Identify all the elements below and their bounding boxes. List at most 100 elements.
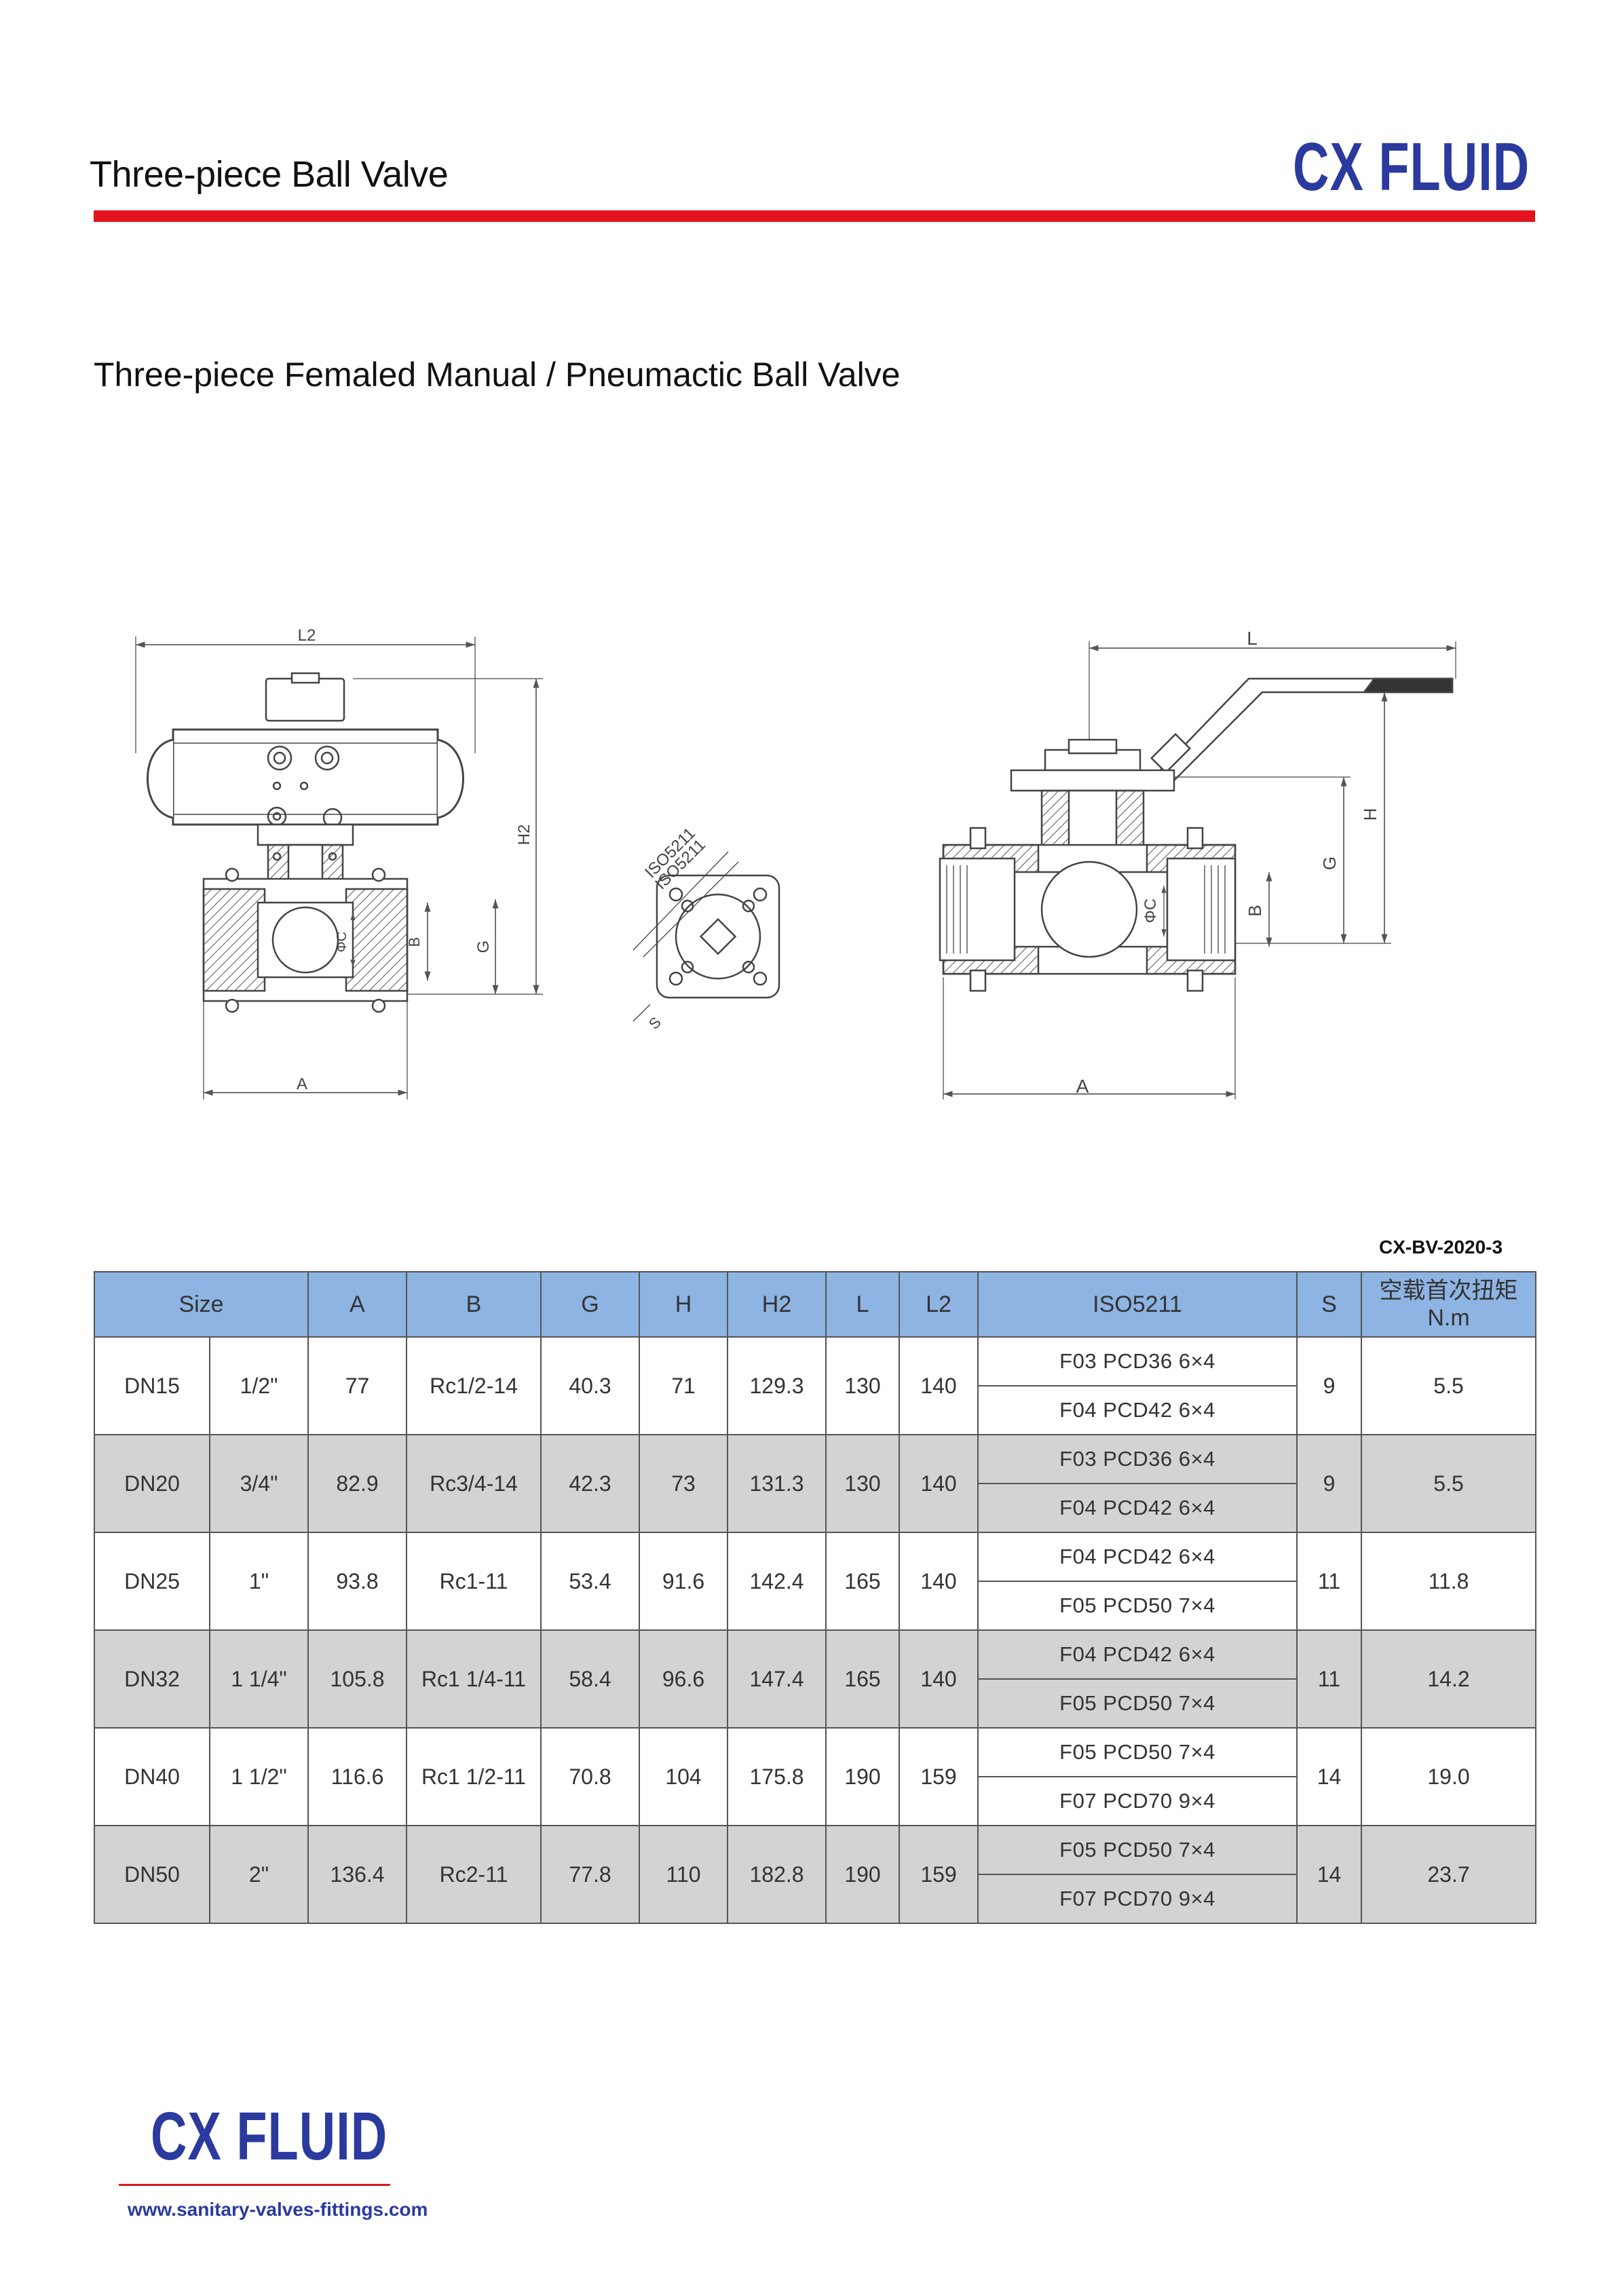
- header-b: B: [406, 1271, 542, 1338]
- cell-a: 116.6: [307, 1727, 408, 1826]
- cell-l: 130: [825, 1434, 901, 1533]
- cell-l2: 159: [899, 1727, 979, 1826]
- cell-l: 165: [825, 1532, 901, 1631]
- cell-iso5211-secondary: F04 PCD42 6×4: [977, 1483, 1298, 1533]
- cell-torque: 23.7: [1361, 1825, 1537, 1924]
- cell-g: 53.4: [540, 1532, 641, 1631]
- cell-inch: 2": [208, 1825, 309, 1924]
- header-torque-cn: 空载首次扭矩: [1379, 1278, 1518, 1304]
- cell-s: 14: [1296, 1825, 1363, 1924]
- cell-iso5211-secondary: F07 PCD70 9×4: [977, 1874, 1298, 1924]
- header-size: Size: [93, 1271, 309, 1338]
- table-row-sub: F04 PCD42 6×4: [94, 1483, 1536, 1533]
- cell-g: 77.8: [540, 1825, 641, 1924]
- cell-dn: DN50: [94, 1825, 210, 1924]
- cell-inch: 3/4": [208, 1434, 309, 1533]
- cell-g: 42.3: [540, 1434, 641, 1533]
- cell-l: 130: [825, 1336, 901, 1435]
- specification-table: Size A B G H H2 L L2 ISO5211 S 空载首次扭矩 N.…: [93, 1271, 1537, 1924]
- cell-inch: 1/2": [208, 1336, 309, 1435]
- cell-a: 77: [307, 1336, 408, 1435]
- cell-torque: 19.0: [1361, 1727, 1537, 1826]
- header-torque-unit: N.m: [1427, 1305, 1470, 1331]
- cell-b: Rc1/2-14: [406, 1336, 542, 1435]
- website-link[interactable]: www.sanitary-valves-fittings.com: [128, 2199, 428, 2220]
- cell-h2: 175.8: [727, 1727, 827, 1826]
- cell-l2: 140: [899, 1336, 979, 1435]
- cell-iso5211-primary: F05 PCD50 7×4: [977, 1727, 1298, 1777]
- label-phic-manual: ΦC: [1141, 899, 1160, 923]
- cell-torque: 11.8: [1361, 1532, 1537, 1631]
- cell-iso5211-secondary: F07 PCD70 9×4: [977, 1776, 1298, 1826]
- cell-h2: 147.4: [727, 1629, 827, 1729]
- pneumatic-valve-drawing: [135, 637, 543, 1099]
- label-b-manual: B: [1245, 905, 1265, 916]
- cell-a: 105.8: [307, 1629, 408, 1729]
- footer-divider: [119, 2184, 390, 2186]
- cell-h: 110: [639, 1825, 729, 1924]
- table-row-sub: F05 PCD50 7×4: [94, 1581, 1536, 1631]
- cell-h: 96.6: [639, 1629, 729, 1729]
- cell-h: 91.6: [639, 1532, 729, 1631]
- cell-inch: 1 1/2": [208, 1727, 309, 1826]
- header-h: H: [639, 1271, 729, 1338]
- cell-b: Rc1-11: [406, 1532, 542, 1631]
- cell-l2: 159: [899, 1825, 979, 1924]
- header-a: A: [307, 1271, 408, 1338]
- label-a: A: [297, 1075, 307, 1093]
- cell-a: 136.4: [307, 1825, 408, 1924]
- label-g-manual: G: [1319, 856, 1340, 870]
- cell-iso5211-secondary: F05 PCD50 7×4: [977, 1581, 1298, 1631]
- document-code: CX-BV-2020-3: [1379, 1236, 1503, 1258]
- cell-torque: 14.2: [1361, 1629, 1537, 1729]
- cell-iso5211-primary: F05 PCD50 7×4: [977, 1825, 1298, 1875]
- label-g: G: [474, 941, 493, 953]
- cell-l: 190: [825, 1825, 901, 1924]
- cell-h: 71: [639, 1336, 729, 1435]
- iso5211-flange-drawing: [632, 851, 780, 1022]
- cell-inch: 1 1/4": [208, 1629, 309, 1729]
- technical-drawings: L2 H2 G B ΦC A ISO5211 ISO5211 S: [135, 626, 1456, 1099]
- cell-dn: DN20: [94, 1434, 210, 1533]
- cell-h: 104: [639, 1727, 729, 1826]
- cell-s: 9: [1296, 1336, 1363, 1435]
- cell-inch: 1": [208, 1532, 309, 1631]
- header-g: G: [540, 1271, 641, 1338]
- cell-b: Rc2-11: [406, 1825, 542, 1924]
- cell-iso5211-primary: F04 PCD42 6×4: [977, 1532, 1298, 1582]
- cell-dn: DN40: [94, 1727, 210, 1826]
- cell-g: 70.8: [540, 1727, 641, 1826]
- cell-a: 82.9: [307, 1434, 408, 1533]
- cell-iso5211-secondary: F05 PCD50 7×4: [977, 1678, 1298, 1729]
- cell-s: 11: [1296, 1532, 1363, 1631]
- label-l: L: [1247, 628, 1258, 649]
- cell-h2: 129.3: [727, 1336, 827, 1435]
- cell-s: 14: [1296, 1727, 1363, 1826]
- header-s: S: [1296, 1271, 1363, 1338]
- label-h2: H2: [515, 825, 533, 846]
- label-b: B: [406, 937, 423, 947]
- cell-l: 165: [825, 1629, 901, 1729]
- cell-b: Rc1 1/2-11: [406, 1727, 542, 1826]
- cell-iso5211-primary: F03 PCD36 6×4: [977, 1336, 1298, 1386]
- cell-iso5211-primary: F03 PCD36 6×4: [977, 1434, 1298, 1484]
- cell-s: 11: [1296, 1629, 1363, 1729]
- cell-iso5211-primary: F04 PCD42 6×4: [977, 1629, 1298, 1680]
- cell-g: 40.3: [540, 1336, 641, 1435]
- page-header-title: Three-piece Ball Valve: [90, 154, 449, 195]
- brand-logo-bottom: CX FLUID: [151, 2098, 388, 2174]
- cell-h2: 142.4: [727, 1532, 827, 1631]
- label-s: S: [645, 1013, 664, 1032]
- label-phic: ΦC: [335, 932, 350, 952]
- cell-torque: 5.5: [1361, 1434, 1537, 1533]
- cell-h2: 131.3: [727, 1434, 827, 1533]
- section-subtitle: Three-piece Femaled Manual / Pneumactic …: [94, 356, 901, 394]
- cell-h: 73: [639, 1434, 729, 1533]
- cell-a: 93.8: [307, 1532, 408, 1631]
- header-torque: 空载首次扭矩 N.m: [1361, 1271, 1537, 1338]
